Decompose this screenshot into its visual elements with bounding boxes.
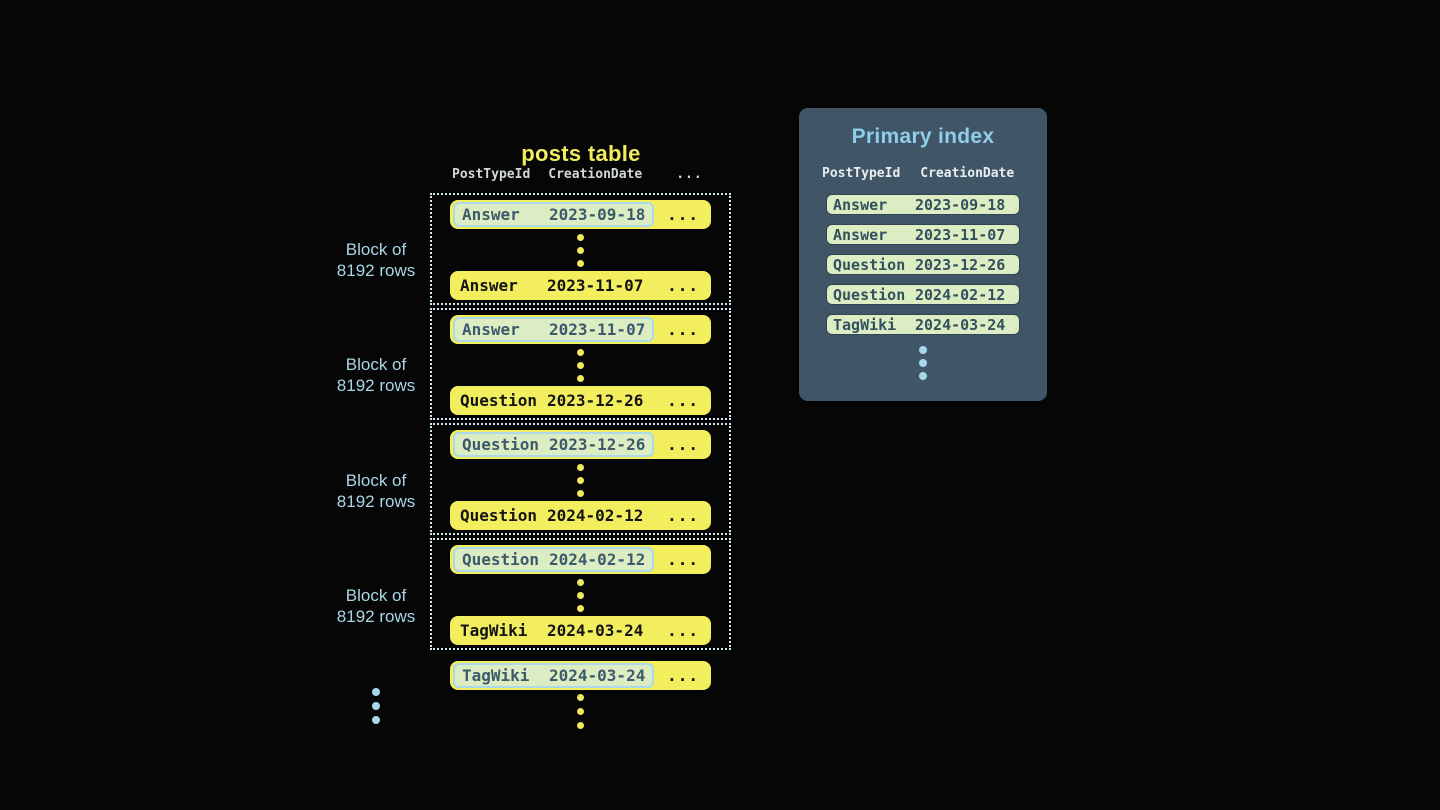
- table-row: TagWiki 2024-03-24 ...: [450, 616, 711, 645]
- rows-omitted-dots: [577, 233, 584, 267]
- primary-index-rows: Answer 2023-09-18 Answer 2023-11-07 Ques…: [799, 194, 1047, 336]
- index-entry: Answer 2023-11-07: [826, 224, 1020, 246]
- row-more-ellipsis: ...: [667, 276, 699, 295]
- primary-index-column-headers: PostTypeId CreationDate: [799, 166, 1047, 181]
- indexed-columns-highlight: Answer 2023-09-18: [453, 202, 655, 227]
- index-entry: Answer 2023-09-18: [826, 194, 1020, 216]
- indexed-columns-highlight: Question 2024-02-12: [453, 547, 655, 572]
- block-label-4: Block of 8192 rows: [336, 586, 416, 626]
- row-block-3: Question 2023-12-26 ... Question 2024-02…: [430, 423, 731, 535]
- indexed-columns-highlight: TagWiki 2024-03-24: [453, 663, 655, 688]
- row-block-2: Answer 2023-11-07 ... Question 2023-12-2…: [430, 308, 731, 420]
- more-rows-dots: [430, 694, 731, 729]
- primary-index-title: Primary index: [851, 125, 995, 148]
- table-row: Question 2024-02-12 ...: [450, 545, 711, 574]
- block-label-3: Block of 8192 rows: [336, 471, 416, 511]
- row-more-ellipsis: ...: [667, 506, 699, 525]
- column-header-creationdate: CreationDate: [548, 167, 643, 182]
- row-block-1: Answer 2023-09-18 ... Answer 2023-11-07 …: [430, 193, 731, 305]
- primary-index-panel: Primary index PostTypeId CreationDate An…: [799, 108, 1047, 401]
- table-row: Question 2023-12-26 ...: [450, 430, 711, 459]
- table-row: Question 2023-12-26 ...: [450, 386, 711, 415]
- table-row: Question 2024-02-12 ...: [450, 501, 711, 530]
- index-entry: TagWiki 2024-03-24: [826, 314, 1020, 336]
- row-more-ellipsis: ...: [667, 666, 699, 685]
- more-entries-dots: [799, 346, 1047, 381]
- posts-table-column-headers: PostTypeId CreationDate ...: [452, 167, 703, 182]
- column-header-more-ellipsis: ...: [676, 167, 703, 182]
- table-row: Answer 2023-11-07 ...: [450, 271, 711, 300]
- more-blocks-dots: [338, 688, 414, 724]
- block-label-1: Block of 8192 rows: [336, 240, 416, 280]
- column-header-creationdate: CreationDate: [920, 166, 1015, 182]
- row-more-ellipsis: ...: [667, 621, 699, 640]
- rows-omitted-dots: [577, 463, 584, 497]
- indexed-columns-highlight: Question 2023-12-26: [453, 432, 655, 457]
- column-header-posttypeid: PostTypeId: [822, 166, 901, 182]
- row-more-ellipsis: ...: [667, 320, 699, 339]
- block-label-2: Block of 8192 rows: [336, 355, 416, 395]
- row-more-ellipsis: ...: [667, 205, 699, 224]
- row-more-ellipsis: ...: [667, 435, 699, 454]
- row-more-ellipsis: ...: [667, 391, 699, 410]
- row-more-ellipsis: ...: [667, 550, 699, 569]
- table-row: Answer 2023-09-18 ...: [450, 200, 711, 229]
- table-row: TagWiki 2024-03-24 ...: [450, 661, 711, 690]
- index-entry: Question 2024-02-12: [826, 284, 1020, 306]
- rows-omitted-dots: [577, 578, 584, 612]
- table-row: Answer 2023-11-07 ...: [450, 315, 711, 344]
- posts-table-title: posts table: [521, 141, 641, 167]
- row-block-4: Question 2024-02-12 ... TagWiki 2024-03-…: [430, 538, 731, 650]
- index-entry: Question 2023-12-26: [826, 254, 1020, 276]
- rows-omitted-dots: [577, 348, 584, 382]
- column-header-posttypeid: PostTypeId: [452, 167, 531, 182]
- indexed-columns-highlight: Answer 2023-11-07: [453, 317, 655, 342]
